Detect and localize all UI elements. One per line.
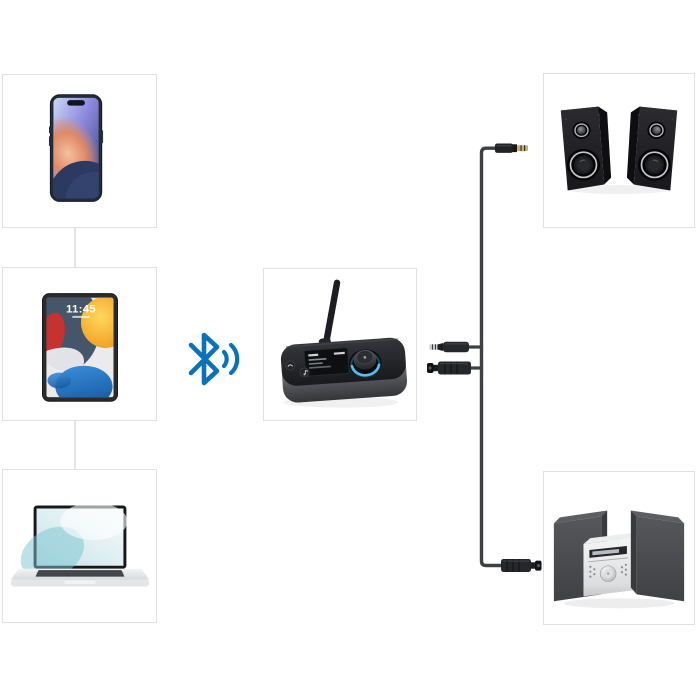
smartphone-illustration [49, 94, 104, 202]
stereo-speaker-right [630, 510, 685, 602]
smartphone-box [2, 74, 157, 228]
cable-main-run [479, 146, 503, 568]
speaker-left [560, 106, 612, 191]
laptop-keyboard [35, 570, 125, 577]
laptop-trackpad [64, 580, 96, 584]
stereo-buttons [589, 563, 627, 578]
signal-wave-small [221, 349, 229, 369]
aux-plug-middle [429, 341, 469, 353]
hub-antenna [318, 279, 341, 352]
phone-notch [67, 100, 85, 106]
aux-jack-top [495, 143, 528, 153]
tablet-wallpaper [46, 297, 114, 398]
led-ring-glow [350, 363, 381, 377]
tablet-date-line [72, 315, 90, 318]
laptop-box [2, 469, 157, 623]
phone-wallpaper [53, 97, 99, 199]
speakers-shadow [567, 185, 671, 194]
tablet-illustration: 11:45 [41, 293, 118, 402]
hub-display [303, 347, 350, 377]
laptop-wallpaper [20, 502, 128, 580]
stereo-display [589, 546, 627, 558]
tweeter [572, 121, 591, 139]
cd-slot [588, 557, 628, 563]
link-phone-to-tablet [74, 228, 76, 267]
stereo-system-illustration [553, 510, 685, 609]
phone-side-button [49, 136, 51, 147]
bluetooth-rune [188, 332, 220, 386]
optical-plug-middle [427, 361, 471, 375]
link-tablet-to-laptop [74, 421, 76, 469]
phone-side-button [49, 126, 51, 134]
bluetooth-icon [188, 332, 240, 386]
hub-call-button [285, 360, 296, 371]
hub-body [280, 337, 408, 403]
tablet-box: 11:45 [2, 267, 157, 421]
phone-side-button [101, 130, 104, 144]
stereo-shadow [563, 598, 675, 609]
bookshelf-speakers-illustration [560, 105, 679, 194]
hub-music-button [299, 367, 310, 378]
stereo-knob [599, 565, 617, 582]
stereo-center-unit [583, 532, 640, 597]
bluetooth-transceiver-illustration [280, 279, 408, 408]
laptop-illustration [10, 502, 150, 587]
woofer [566, 148, 601, 181]
stereo-box [543, 471, 695, 625]
tablet-clock: 11:45 [66, 303, 96, 315]
speakers-box [543, 73, 695, 228]
hub-volume-knob [348, 349, 382, 378]
speaker-right [626, 105, 679, 192]
hub-box [263, 268, 417, 421]
signal-wave-large [228, 342, 240, 376]
optical-plug-bottom [501, 559, 542, 572]
